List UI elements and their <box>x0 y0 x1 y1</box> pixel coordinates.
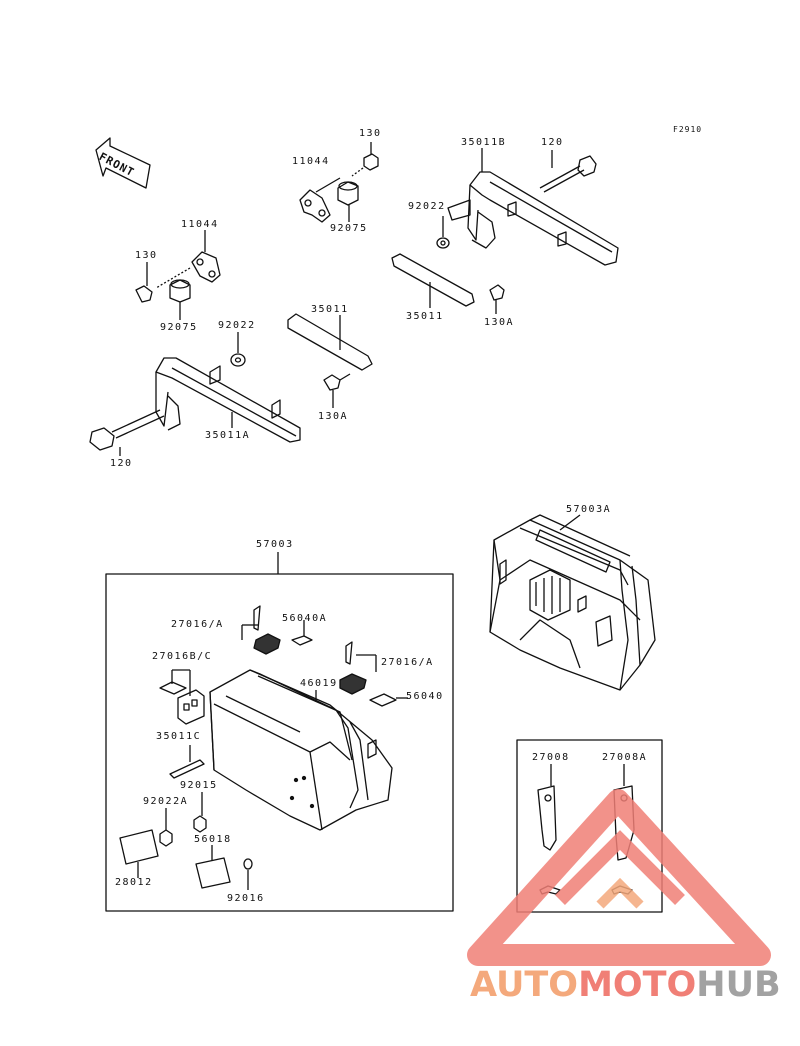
bolt-130A-right <box>489 284 505 314</box>
part-label-56018: 56018 <box>194 834 232 845</box>
part-label-92075-left: 92075 <box>160 322 198 333</box>
part-label-27008A: 27008A <box>602 752 648 763</box>
part-label-35011-right: 35011 <box>406 311 444 322</box>
nut-92022A <box>159 808 173 847</box>
bracket-11044-left <box>155 230 221 289</box>
part-label-35011C: 35011C <box>156 731 202 742</box>
part-label-120-bottom: 120 <box>110 458 133 469</box>
key-kit-frame <box>516 739 663 913</box>
nut-92015 <box>193 792 207 833</box>
part-label-46019: 46019 <box>300 678 338 689</box>
part-label-11044-top: 11044 <box>292 156 330 167</box>
part-label-35011B: 35011B <box>461 137 507 148</box>
lid-46019 <box>209 669 393 831</box>
part-label-56040: 56040 <box>406 691 444 702</box>
bolt-130-top <box>351 142 379 177</box>
nut-92022-mid <box>230 332 246 367</box>
watermark-text: AUTOMOTOHUB <box>470 965 781 1005</box>
part-label-35011A: 35011A <box>205 430 251 441</box>
part-label-27016BC: 27016B/C <box>152 651 213 662</box>
strap-35011-mid <box>287 313 373 371</box>
bolt-130-left <box>135 262 153 303</box>
front-arrow-icon <box>95 137 151 189</box>
strap-35011-right <box>391 253 475 308</box>
part-label-130-left: 130 <box>135 250 158 261</box>
bolt-120-bottom <box>89 409 165 456</box>
part-label-92075-top: 92075 <box>330 223 368 234</box>
plate-56040A <box>291 620 313 646</box>
part-label-92022-mid: 92022 <box>218 320 256 331</box>
part-label-27016A-right: 27016/A <box>381 657 434 668</box>
saddle-case-57003A <box>489 514 656 691</box>
plate-56040 <box>369 693 408 707</box>
bracket-11044-top <box>299 177 341 223</box>
watermark-auto: AUTO <box>470 965 579 1005</box>
reflector-28012 <box>119 829 159 878</box>
clip-27016A-right <box>339 641 377 695</box>
part-label-92016: 92016 <box>227 893 265 904</box>
part-label-92022A: 92022A <box>143 796 189 807</box>
bolt-130A-mid <box>323 373 351 408</box>
rubber-92075-left <box>169 279 191 320</box>
nut-92022-top <box>436 216 450 249</box>
part-label-57003: 57003 <box>256 539 294 550</box>
part-label-130A-right: 130A <box>484 317 515 328</box>
watermark-hub: HUB <box>696 965 781 1005</box>
part-label-130-top: 130 <box>359 128 382 139</box>
part-label-56040A: 56040A <box>282 613 328 624</box>
part-label-27016A-left: 27016/A <box>171 619 224 630</box>
part-label-92015: 92015 <box>180 780 218 791</box>
carrier-35011B <box>447 148 619 266</box>
figure-code: F2910 <box>673 125 703 134</box>
bolt-120-top <box>539 150 597 193</box>
rubber-92075-top <box>337 181 359 222</box>
part-label-57003A: 57003A <box>566 504 612 515</box>
watermark-logo <box>467 789 771 966</box>
watermark-moto: MOTO <box>578 965 697 1005</box>
tag-56018 <box>195 845 231 889</box>
washer-92016 <box>243 858 253 890</box>
strap-35011C <box>169 745 205 779</box>
part-label-27008: 27008 <box>532 752 570 763</box>
clip-27016BC <box>159 669 205 725</box>
carrier-35011A <box>155 357 301 443</box>
part-label-35011-mid: 35011 <box>311 304 349 315</box>
clip-27016A-left <box>241 605 281 655</box>
part-label-11044-left: 11044 <box>181 219 219 230</box>
kit-57003-frame <box>105 573 454 912</box>
part-label-92022-top: 92022 <box>408 201 446 212</box>
part-label-28012: 28012 <box>115 877 153 888</box>
part-label-130A-mid: 130A <box>318 411 349 422</box>
part-label-120-top: 120 <box>541 137 564 148</box>
